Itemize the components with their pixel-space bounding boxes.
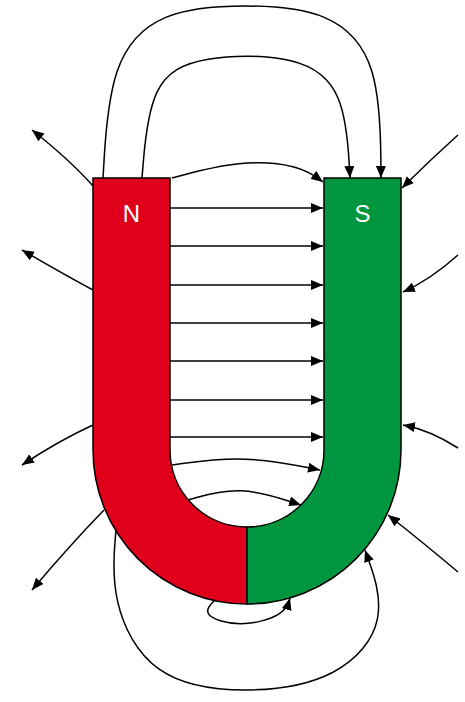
field-line: [170, 245, 323, 247]
north-pole: N: [93, 178, 247, 605]
field-line: [170, 207, 323, 209]
field-line: [188, 491, 301, 505]
field-line: [172, 459, 320, 470]
field-line: [22, 425, 93, 465]
field-line: [402, 135, 458, 188]
field-line: [142, 56, 350, 178]
field-line: [22, 250, 93, 290]
magnet-half: [247, 178, 402, 605]
magnet-half: [93, 178, 247, 605]
south-pole: S: [247, 178, 402, 605]
pole-label: N: [93, 178, 170, 228]
field-line: [103, 6, 381, 178]
field-line: [32, 130, 93, 186]
field-line: [403, 255, 458, 292]
field-line: [170, 360, 323, 362]
field-line: [170, 399, 323, 401]
field-line: [170, 436, 323, 438]
field-line: [388, 515, 458, 572]
field-line: [32, 510, 104, 590]
magnet-half-outline: [247, 178, 401, 604]
field-line: [170, 322, 323, 324]
field-line: [170, 284, 323, 286]
field-line: [403, 425, 458, 448]
pole-label: S: [324, 178, 401, 228]
magnet-half-outline: [93, 178, 247, 604]
field-line: [172, 163, 323, 182]
